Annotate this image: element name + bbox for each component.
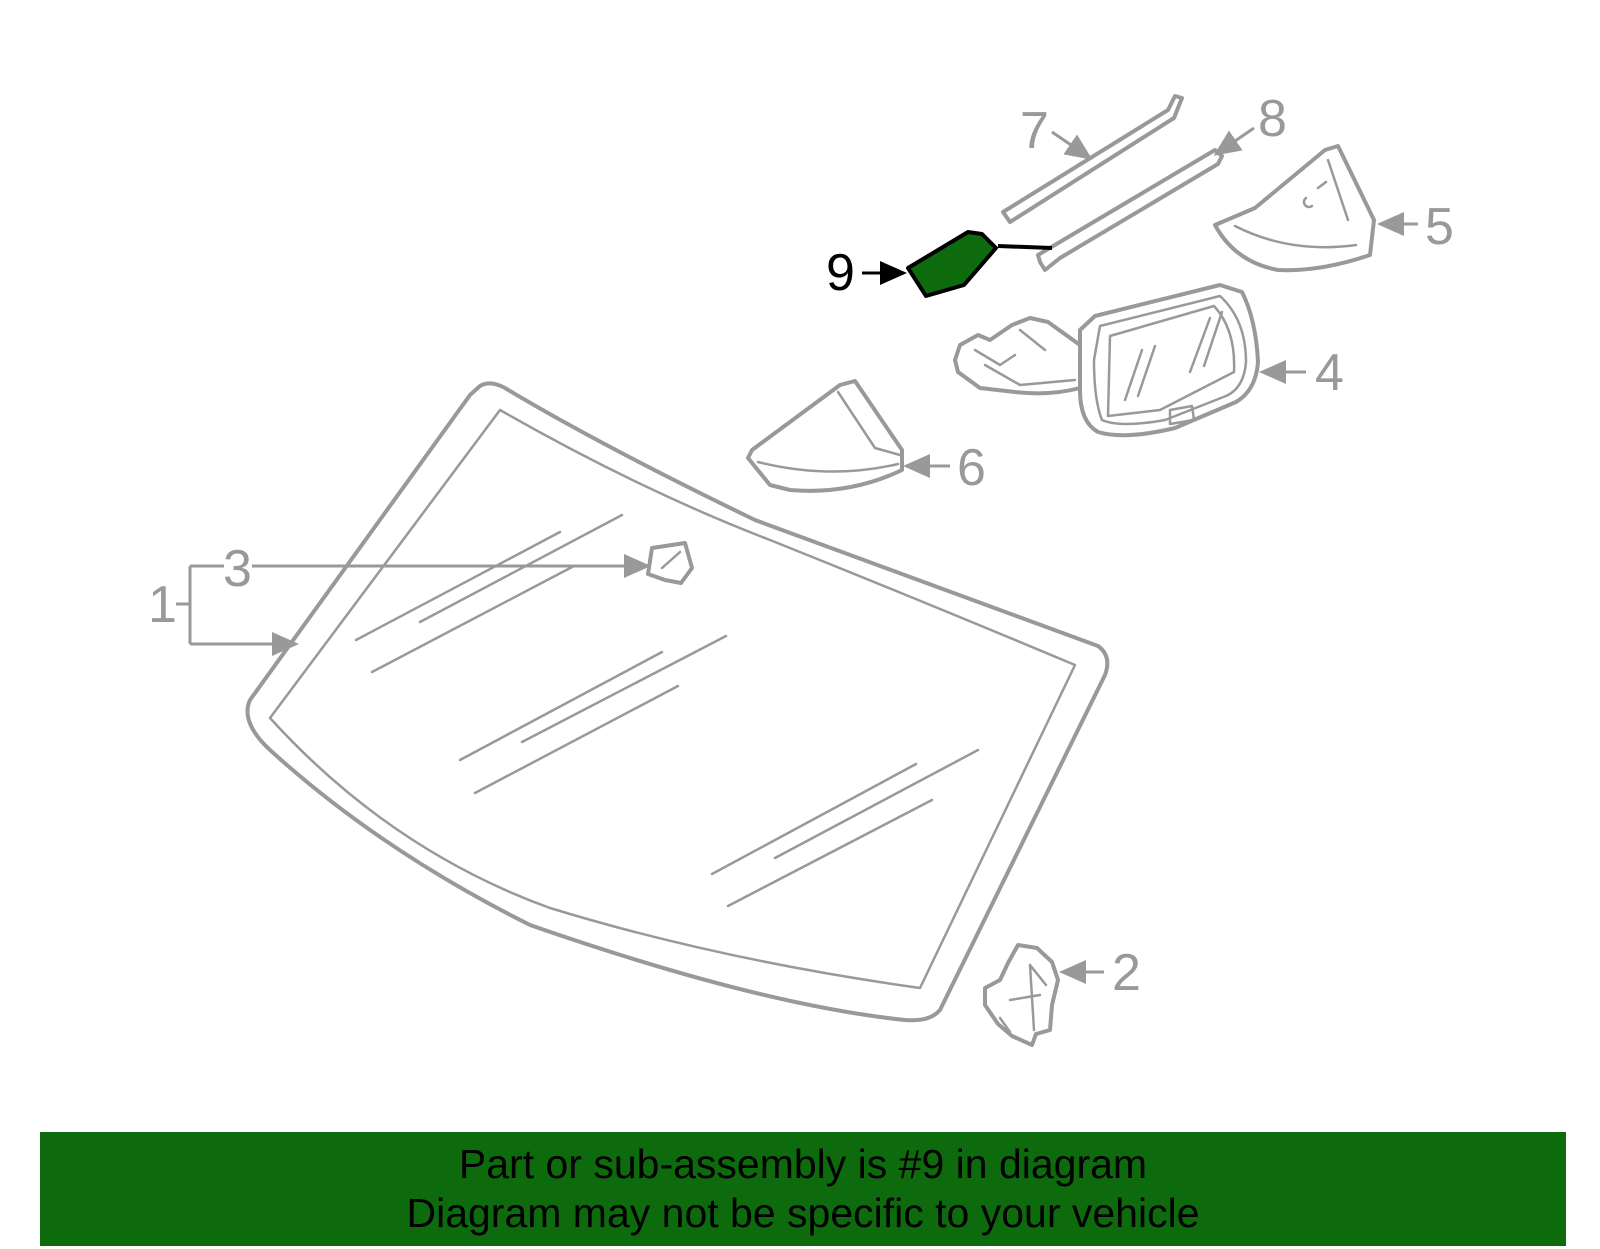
banner-line-1: Part or sub-assembly is #9 in diagram	[458, 1141, 1148, 1187]
svg-text:6: 6	[957, 439, 986, 497]
highlighted-part-9	[906, 230, 1053, 298]
svg-text:2: 2	[1112, 944, 1141, 1002]
callout-9: 9	[826, 244, 907, 302]
svg-text:7: 7	[1020, 102, 1049, 160]
rear-view-mirror-part-4	[953, 283, 1260, 438]
mirror-cover-part-6	[746, 379, 904, 493]
callout-1: 1	[148, 564, 299, 656]
callout-6: 6	[903, 439, 986, 497]
side-cover-part-5	[1213, 144, 1376, 273]
callout-7: 7	[1020, 102, 1093, 160]
bracket-part-3	[646, 541, 694, 585]
svg-text:5: 5	[1425, 198, 1454, 256]
svg-text:1: 1	[148, 576, 177, 634]
clip-part-2	[983, 943, 1060, 1047]
callout-8: 8	[1213, 90, 1287, 156]
svg-text:9: 9	[826, 244, 855, 302]
svg-text:8: 8	[1258, 90, 1287, 148]
banner-line-2: Diagram may not be specific to your vehi…	[406, 1190, 1200, 1236]
trim-strip-part-8	[1036, 148, 1224, 272]
callout-2: 2	[1059, 944, 1141, 1002]
callout-5: 5	[1377, 198, 1454, 256]
info-banner: Part or sub-assembly is #9 in diagram Di…	[40, 1132, 1566, 1246]
callout-4: 4	[1259, 344, 1344, 402]
svg-text:4: 4	[1315, 344, 1344, 402]
trim-strip-part-7	[1001, 94, 1184, 224]
windshield-part-1	[245, 381, 1110, 1023]
svg-text:3: 3	[223, 540, 252, 598]
callout-3: 3	[223, 540, 651, 598]
